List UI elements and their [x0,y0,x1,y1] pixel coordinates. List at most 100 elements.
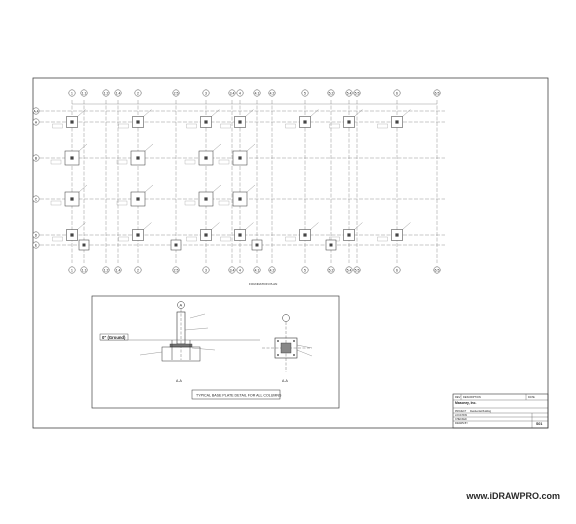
grid-columns [71,100,438,263]
col-bubble-label: 5.2 [329,268,334,272]
ground-label: 0" (Ground) [102,335,126,340]
row-bubble-label: A.4 [33,109,38,113]
footings [50,109,411,251]
col-bubble [102,89,110,97]
plan-bolt-1 [277,340,279,342]
watermark: www.iDRAWPRO.com [466,491,560,501]
col-bubble-label: 6 [396,268,398,272]
col-bubble-label: 5 [304,268,306,272]
column-marker [347,233,351,237]
tb-row-7: LOCATION [455,414,467,417]
grid-rows [40,110,445,246]
col-bubble-label: 1.1 [82,268,87,272]
col-bubble-label: 2.5 [174,91,179,95]
col-bubble-label: 5.5 [355,91,360,95]
tb-row-2: DESCRIPTION [463,395,481,399]
footing-leader [354,109,363,117]
column-marker [136,120,140,124]
col-bubble-label: 2 [137,91,139,95]
col-bubble [228,89,236,97]
col-bubble [345,266,353,274]
col-bubble-label: 6.5 [435,268,440,272]
detail-frame [91,295,340,409]
plan-bolt-3 [277,354,279,356]
leader-1 [189,313,206,319]
footing-leader [77,109,86,117]
footing-tag [329,123,340,129]
footing-tag [118,236,129,242]
col-bubble [268,89,276,97]
column-marker [174,243,178,247]
col-bubble-label: 5.5 [355,268,360,272]
footing-leader [246,143,256,152]
col-bubble-label: 5 [304,91,306,95]
row-bubble-label: B [35,156,38,160]
col-bubble [102,266,110,274]
col-bubble-label: 2 [137,268,139,272]
column-marker [238,120,242,124]
col-bubble-label: 1.2 [104,91,109,95]
row-bubble [32,118,40,126]
row-bubble [32,154,40,162]
detail-grid-label: A [180,303,183,308]
tb-row-8: CHECKED [455,418,467,421]
sheet-number: S01 [536,422,542,426]
footing-tag [220,236,231,242]
leader-3 [139,351,163,356]
col-bubble-label: 5.2 [329,91,334,95]
footing-leader [144,184,154,193]
column-marker [204,197,208,201]
footing-tag [285,123,296,129]
plan-column [280,342,292,354]
col-bubble-label: 3 [205,91,207,95]
footing-tag [186,123,197,129]
col-bubble-label: 5.4 [347,268,352,272]
sheet-border [32,77,549,429]
col-bubble [172,89,180,97]
col-bubble-label: 1 [71,268,73,272]
tb-row-3: DATE [528,395,535,399]
column-marker [70,197,74,201]
column-marker [238,197,242,201]
plan-leader-1 [296,349,313,357]
footing-leader [245,222,254,230]
col-bubble-label: 3.4 [230,91,235,95]
footing-tag [377,123,388,129]
column-marker [204,120,208,124]
column-marker [347,120,351,124]
column-marker [136,156,140,160]
col-bubble [114,266,122,274]
col-bubble-label: 1.2 [104,268,109,272]
col-bubble [353,89,361,97]
column-marker [70,156,74,160]
ground-tag [99,333,129,341]
column-marker [303,233,307,237]
col-bubble-label: 3 [205,268,207,272]
col-bubble-label: 5.4 [347,91,352,95]
column-marker [303,120,307,124]
base-plate [169,343,193,348]
column-marker [395,233,399,237]
footing-leader [212,143,222,152]
footing-tag [186,236,197,242]
footing-tag [285,236,296,242]
col-bubble [134,89,142,97]
section-label-left: A-A [176,379,183,383]
col-bubble-label: 1 [71,91,73,95]
row-bubble [32,107,40,115]
column-marker [238,233,242,237]
plan-detail-bubble [282,314,290,322]
row-bubble-label: A [35,120,38,124]
col-bubble [327,266,335,274]
detail-grid-bubble [177,301,185,309]
col-bubble-label: 1.1 [82,91,87,95]
footing-leader [354,222,363,230]
col-bubble [433,266,441,274]
col-bubble [68,266,76,274]
col-bubble [345,89,353,97]
footing-leader [212,184,222,193]
col-bubble [301,89,309,97]
col-bubble-label: 1.4 [116,268,121,272]
footing-leader [77,222,86,230]
